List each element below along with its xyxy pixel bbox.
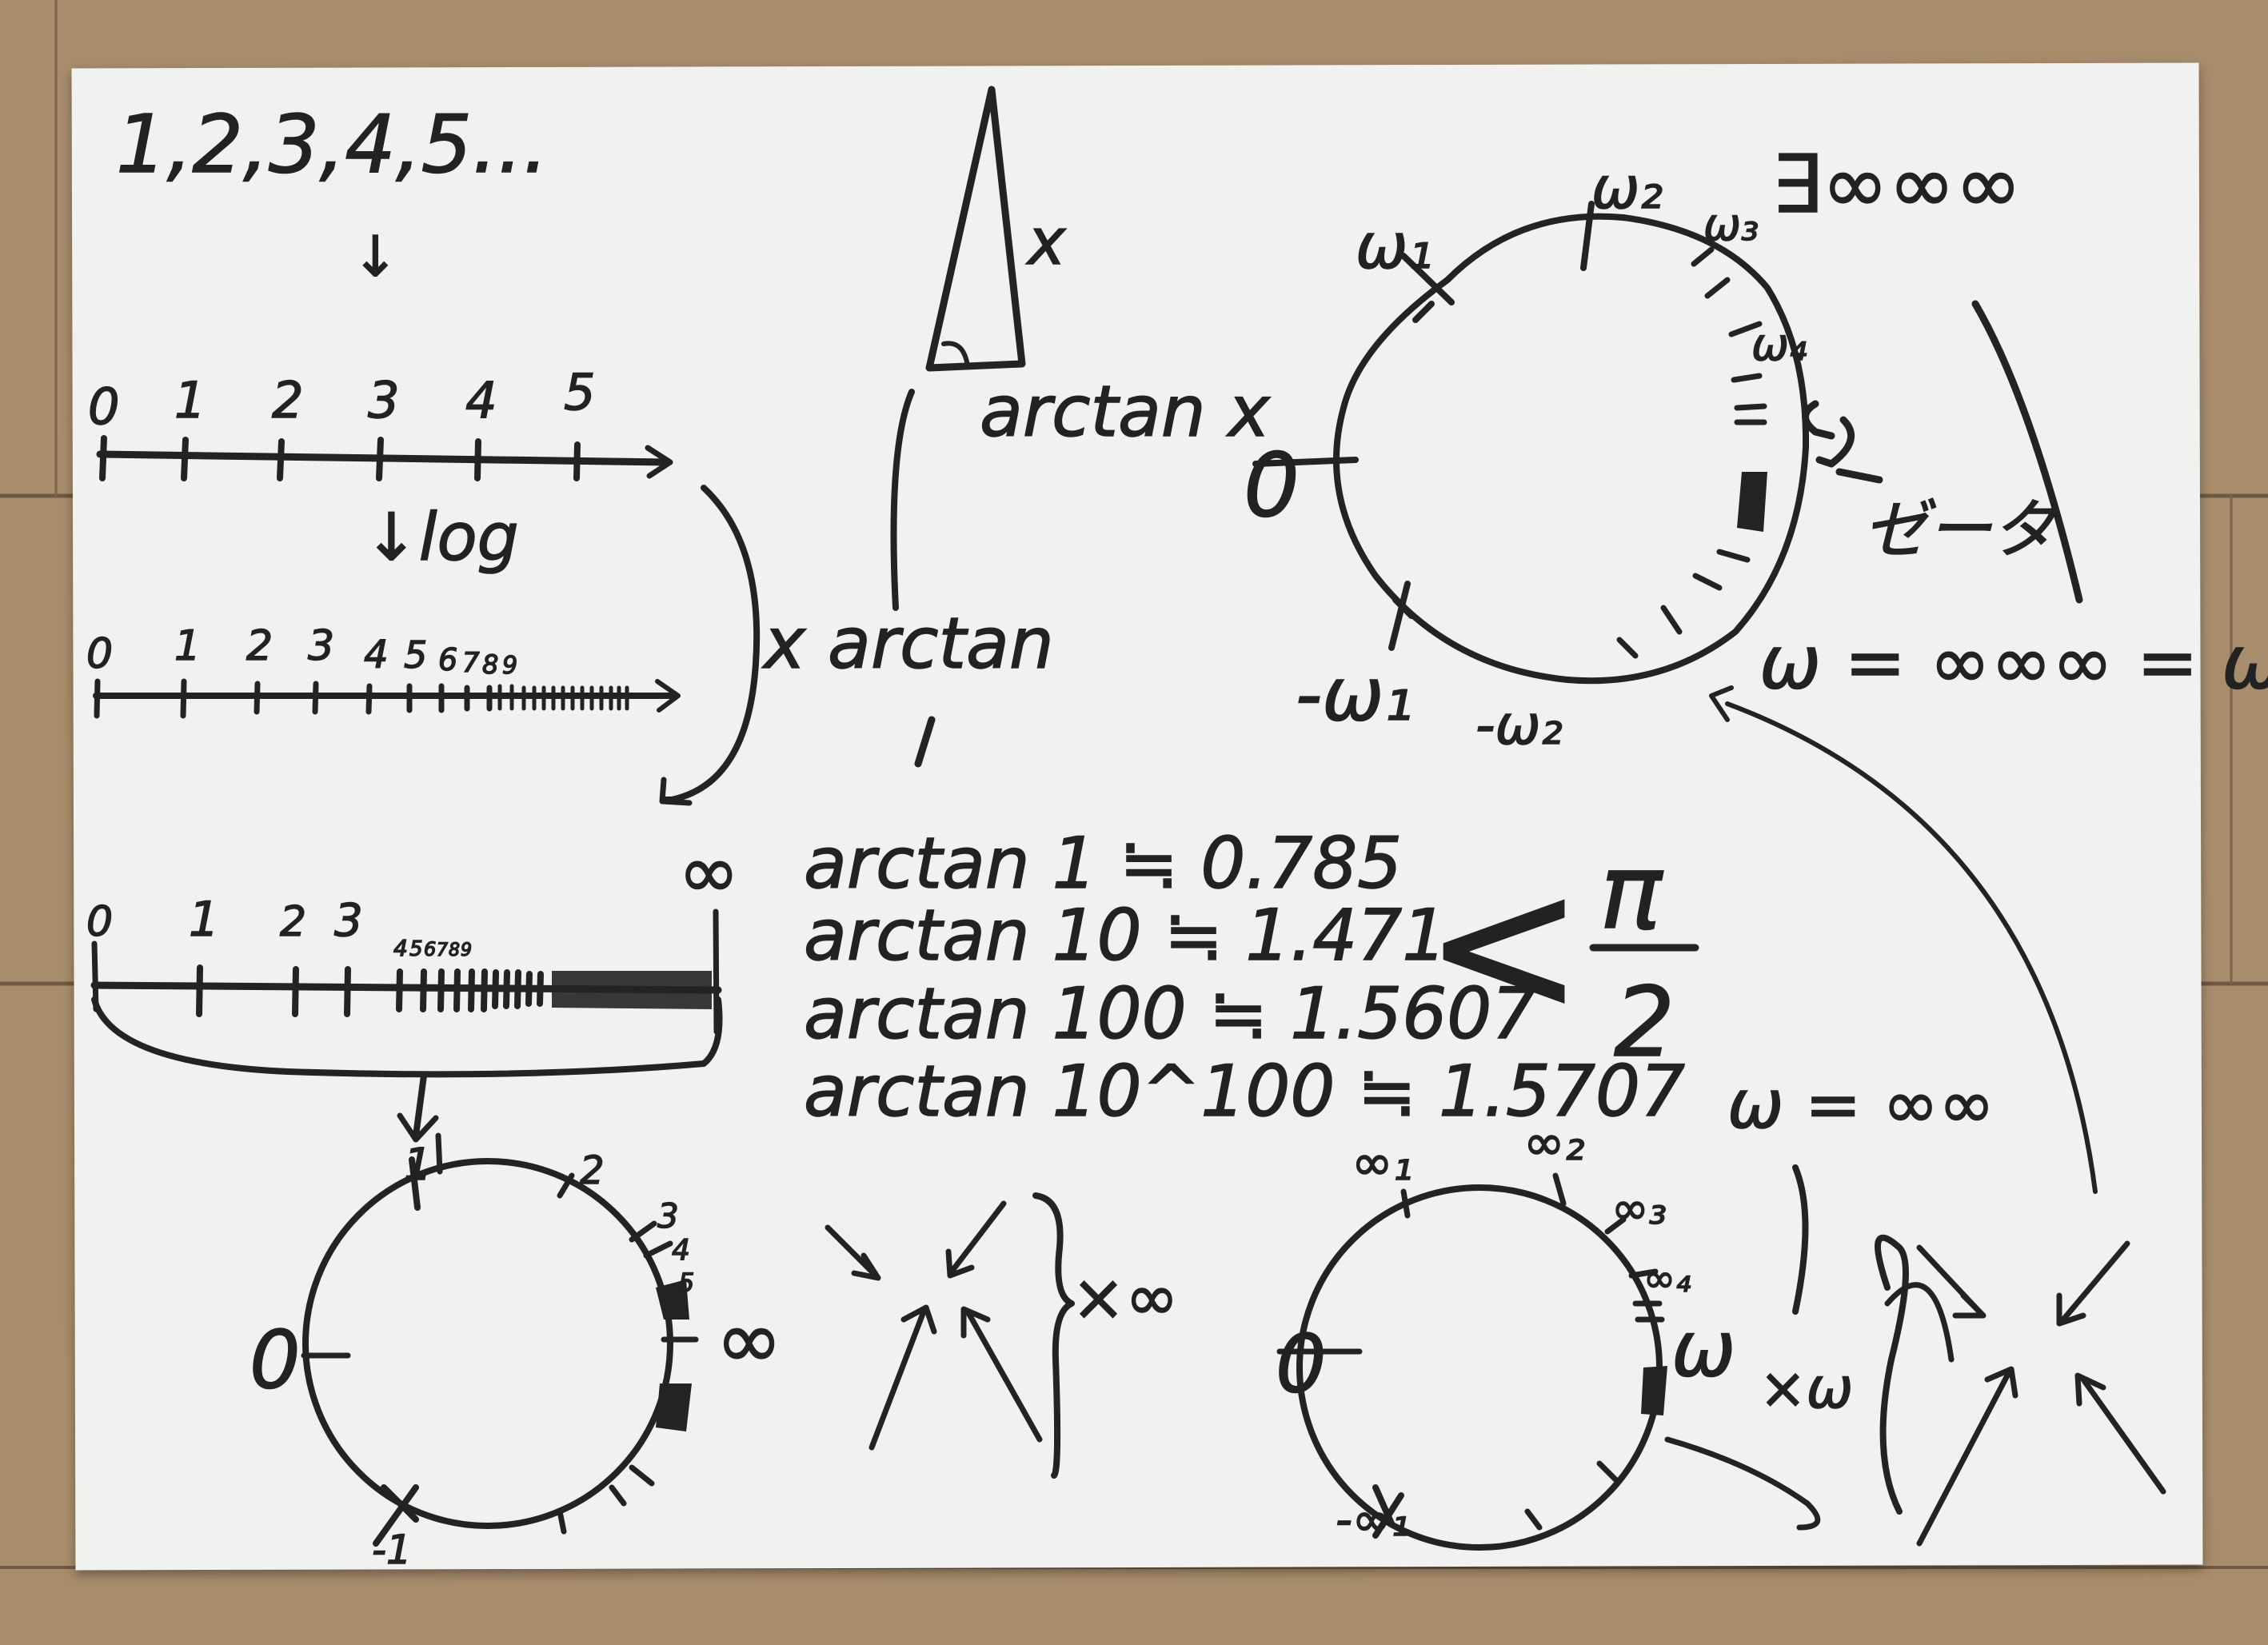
circle-bottom <box>1276 1172 1667 1551</box>
omega-equals-inf: ω = ∞∞ <box>1727 1065 1994 1144</box>
nl3-tick-4: 4 <box>393 935 408 961</box>
cl-five: 5 <box>678 1268 694 1298</box>
ct-omega1: ω₁ <box>1356 211 1433 283</box>
cb-inf2: ∞₂ <box>1523 1113 1585 1172</box>
arctan-stroke-up <box>890 389 915 611</box>
zeta-label: ゼータ <box>1863 493 2058 567</box>
cl-minus-one: -1 <box>372 1527 412 1573</box>
converging-arrows-1 <box>825 1200 1043 1451</box>
brace-left-big <box>1875 1234 1909 1515</box>
zeta-arrow <box>1802 400 1883 484</box>
right-triangle <box>925 86 1026 372</box>
cl-two: 2 <box>580 1148 605 1193</box>
nl2-tick-4: 4 <box>364 633 389 677</box>
brace-bottom-right <box>1792 1164 1809 1315</box>
arctan-value-4: arctan 10^100 ≒ 1.5707 <box>804 1050 1685 1132</box>
top-right-stroke <box>1971 300 2083 604</box>
nl1-tick-4: 4 <box>465 371 497 429</box>
cb-inf1: ∞₁ <box>1352 1133 1413 1192</box>
nl3-tick-7: 7 <box>437 940 448 960</box>
nl1-tick-3: 3 <box>368 371 399 429</box>
less-than-sign: < <box>1423 833 1584 1057</box>
cb-omega: ω <box>1671 1304 1735 1394</box>
converging-arrows-2 <box>1916 1240 2166 1547</box>
nl2-tick-8: 8 <box>482 649 498 680</box>
ct-omega4: ω₄ <box>1751 319 1807 371</box>
cl-zero: 0 <box>250 1313 301 1407</box>
ct-minus-omega1: -ω₁ <box>1296 652 1413 737</box>
cl-four: 4 <box>672 1234 690 1267</box>
top-right-infinity: ∃∞∞∞ <box>1771 138 2022 231</box>
nl1-tick-5: 5 <box>564 363 595 421</box>
number-line-3 <box>90 908 723 1143</box>
nl2-tick-0: 0 <box>86 630 113 678</box>
pi-denominator: 2 <box>1614 968 1675 1079</box>
times-infinity-label: ×∞ <box>1072 1260 1179 1335</box>
cl-one: 1 <box>404 1139 432 1190</box>
cl-infinity: ∞ <box>716 1293 782 1387</box>
nl2-tick-3: 3 <box>308 622 334 670</box>
nl1-tick-2: 2 <box>272 371 303 429</box>
cb-zero: 0 <box>1276 1317 1327 1411</box>
ct-omega2: ω₂ <box>1591 154 1663 222</box>
ct-zero: 0 <box>1244 434 1300 537</box>
cb-inf3: ∞₃ <box>1611 1183 1667 1235</box>
circle-left <box>301 1132 699 1547</box>
nl3-infinity: ∞ <box>678 829 740 915</box>
down-arrow-1: ↓ <box>352 224 399 289</box>
nl2-tick-2: 2 <box>246 622 273 670</box>
arctan-value-1: arctan 1 ≒ 0.785 <box>804 822 1402 904</box>
nl3-tick-5: 5 <box>409 937 423 961</box>
nl2-tick-5: 5 <box>404 633 427 677</box>
nl2-tick-1: 1 <box>174 622 201 670</box>
nl3-tick-9: 9 <box>461 940 472 960</box>
arctan-value-2: arctan 10 ≒ 1.471 <box>804 894 1447 976</box>
nl3-tick-3: 3 <box>334 895 363 947</box>
number-line-2 <box>93 678 681 719</box>
nl2-tick-9: 9 <box>502 652 517 680</box>
nl3-tick-2: 2 <box>280 898 306 946</box>
ct-omega3: ω₃ <box>1703 199 1759 251</box>
arctan-stroke-down <box>914 716 936 768</box>
nl1-tick-1: 1 <box>174 371 206 429</box>
log-label: ↓log <box>364 500 519 576</box>
number-line-1 <box>96 435 673 481</box>
small-curved-arrow <box>1664 1436 1821 1531</box>
bracket-arrow <box>661 485 761 803</box>
cl-three: 3 <box>657 1196 679 1236</box>
circle-top <box>1252 201 1810 685</box>
omega-equation: ω = ∞∞∞ = ωω <box>1759 620 2268 705</box>
sequence-label: 1,2,3,4,5... <box>116 98 549 191</box>
nl2-tick-6: 6 <box>438 642 457 677</box>
dense-ticks <box>552 971 712 1009</box>
cb-minus-inf1: -∞₁ <box>1336 1492 1410 1547</box>
nl3-tick-0: 0 <box>86 898 113 946</box>
nl3-tick-1: 1 <box>189 892 219 948</box>
arctan-value-3: arctan 100 ≒ 1.5607 <box>804 972 1536 1055</box>
nl1-tick-0: 0 <box>88 377 119 436</box>
nl3-tick-8: 8 <box>449 940 460 960</box>
long-curved-arrow <box>1725 701 2098 1194</box>
triangle-angle-label: arctan x <box>980 370 1271 453</box>
nl2-tick-7: 7 <box>462 647 480 679</box>
cb-inf4: ∞₄ <box>1643 1256 1691 1301</box>
pi-numerator: π <box>1599 831 1663 952</box>
xarctan-label: x arctan <box>761 602 1054 685</box>
brace-right <box>1032 1192 1075 1479</box>
ct-minus-omega2: -ω₂ <box>1475 694 1563 757</box>
triangle-side-x: x <box>1025 205 1067 279</box>
times-omega-label: ×ω <box>1759 1356 1853 1421</box>
nl3-tick-6: 6 <box>424 938 436 960</box>
